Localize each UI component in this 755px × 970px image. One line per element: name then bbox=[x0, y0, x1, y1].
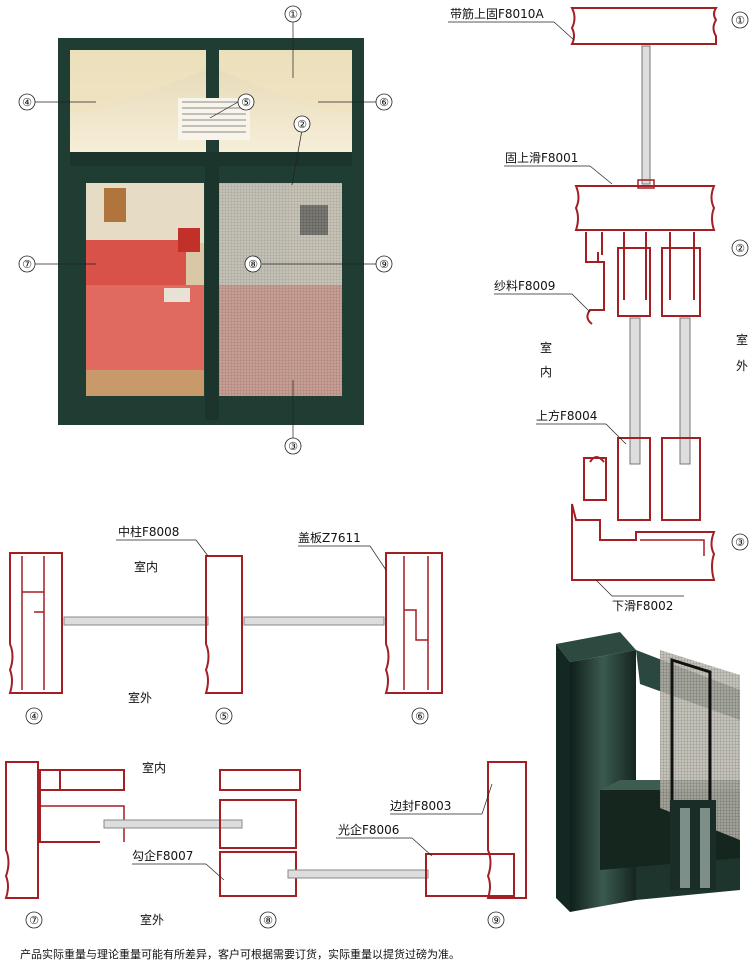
marker-1: ① bbox=[288, 8, 298, 21]
outdoor-label-bottom: 室外 bbox=[140, 912, 164, 927]
f8001-profile bbox=[574, 185, 716, 231]
marker-8: ⑧ bbox=[248, 258, 258, 271]
marker-7-section: ⑦ bbox=[29, 914, 39, 927]
label-f8009: 纱料F8009 bbox=[494, 279, 555, 293]
marker-1-section: ① bbox=[735, 14, 745, 27]
sash-glass-left bbox=[629, 317, 641, 465]
horizontal-section-top bbox=[8, 552, 443, 694]
marker-6: ⑥ bbox=[379, 96, 389, 109]
side-frame-left bbox=[8, 552, 63, 694]
left-sash-pane bbox=[86, 183, 204, 396]
glass-4-5 bbox=[63, 616, 209, 626]
f8003-profile bbox=[486, 761, 527, 899]
f8004-profile bbox=[583, 456, 607, 501]
section-leaders bbox=[448, 21, 684, 597]
f8008-profile bbox=[204, 555, 243, 694]
label-f8003: 边封F8003 bbox=[390, 799, 451, 813]
markers bbox=[18, 5, 749, 929]
outdoor-label-top: 室外 bbox=[128, 690, 152, 705]
marker-3-section: ③ bbox=[735, 536, 745, 549]
interlock-mullion bbox=[205, 165, 219, 420]
marker-5: ⑤ bbox=[241, 96, 251, 109]
red-chair bbox=[178, 228, 200, 252]
marker-3: ③ bbox=[288, 440, 298, 453]
sash-8-upper bbox=[219, 769, 301, 849]
marker-numbers: ① ④ ⑤ ⑥ ② ⑦ ⑧ ⑨ ③ ① ② ③ ④ ⑤ ⑥ ⑦ ⑧ ⑨ bbox=[22, 8, 745, 927]
side-frame-7 bbox=[4, 761, 39, 899]
marker-4: ④ bbox=[22, 96, 32, 109]
f8009-profile bbox=[586, 261, 605, 325]
glass-7-8 bbox=[103, 819, 243, 829]
glass-5-6 bbox=[243, 616, 385, 626]
indoor-shi: 室 bbox=[540, 340, 552, 355]
outdoor-wai: 外 bbox=[736, 359, 748, 373]
f8010a-profile bbox=[570, 7, 718, 45]
label-f8002: 下滑F8002 bbox=[612, 599, 673, 613]
f8006-profile bbox=[425, 853, 515, 897]
horizontal-section-bottom bbox=[4, 761, 527, 899]
text-labels: 带筋上固F8010A 固上滑F8001 纱料F8009 上方F8004 下滑F8… bbox=[118, 6, 748, 927]
indoor-nei: 内 bbox=[540, 365, 552, 379]
wall-painting bbox=[104, 188, 126, 222]
label-f8007: 勾企F8007 bbox=[132, 848, 193, 863]
label-z7611: 盖板Z7611 bbox=[298, 531, 361, 545]
vertical-section bbox=[570, 7, 718, 581]
window-photo bbox=[58, 38, 364, 425]
z7611-profile bbox=[384, 552, 443, 694]
label-f8008: 中柱F8008 bbox=[118, 524, 179, 539]
footnote: 产品实际重量与理论重量可能有所差异，客户可根据需要订货，实际重量以提货过磅为准。 bbox=[20, 948, 460, 961]
glass-8-9 bbox=[287, 869, 429, 879]
marker-7: ⑦ bbox=[22, 258, 32, 271]
mesh-screen bbox=[660, 650, 740, 840]
upper-sash-rails bbox=[617, 247, 701, 317]
indoor-label-top: 室内 bbox=[134, 559, 158, 574]
profile-3d-render bbox=[556, 632, 740, 912]
marker-9-section: ⑨ bbox=[491, 914, 501, 927]
ceiling-light bbox=[178, 98, 250, 140]
lower-sash-rails bbox=[617, 437, 701, 521]
screen-pane bbox=[218, 183, 342, 396]
sash-glass-right bbox=[679, 317, 691, 465]
marker-2: ② bbox=[297, 118, 307, 131]
transom-bar bbox=[70, 152, 352, 166]
marker-9: ⑨ bbox=[379, 258, 389, 271]
indoor-label-bottom: 室内 bbox=[142, 760, 166, 775]
label-f8004: 上方F8004 bbox=[536, 408, 597, 423]
marker-8-section: ⑧ bbox=[263, 914, 273, 927]
sash-7-upper bbox=[39, 769, 125, 843]
label-f8006: 光企F8006 bbox=[338, 822, 399, 837]
marker-6-section: ⑥ bbox=[415, 710, 425, 723]
photo-callouts bbox=[27, 22, 376, 438]
marker-4-section: ④ bbox=[29, 710, 39, 723]
books bbox=[164, 288, 190, 302]
f8002-profile bbox=[571, 503, 716, 581]
label-f8001: 固上滑F8001 bbox=[505, 151, 578, 165]
marker-2-section: ② bbox=[735, 242, 745, 255]
marker-5-section: ⑤ bbox=[219, 710, 229, 723]
upper-glass bbox=[641, 45, 651, 185]
f8007-profile bbox=[219, 851, 297, 897]
outdoor-shi: 室 bbox=[736, 332, 748, 347]
label-f8010a: 带筋上固F8010A bbox=[450, 6, 544, 21]
